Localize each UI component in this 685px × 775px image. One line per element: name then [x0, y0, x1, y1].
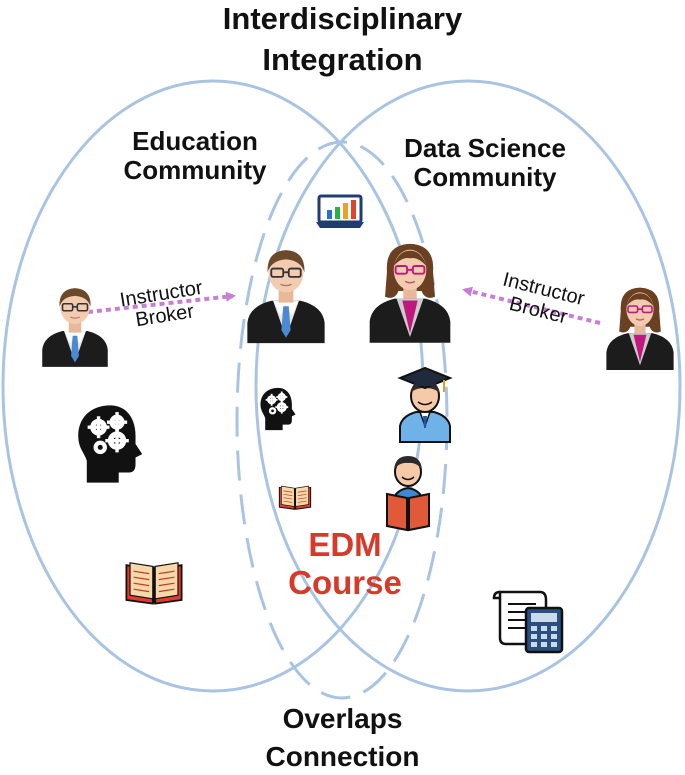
data-science-circle — [254, 79, 682, 693]
laptop-chart-icon — [316, 194, 364, 228]
book-icon-small — [278, 485, 312, 510]
center-male-instructor-icon — [246, 249, 326, 345]
center-female-instructor-icon — [368, 242, 452, 344]
brain-gears-icon-left — [76, 403, 145, 485]
education-label-line-2: Community — [123, 155, 267, 186]
brain-gears-icon-center — [259, 386, 297, 432]
book-icon-large — [125, 561, 183, 605]
data-science-label-line-1: Data Science — [404, 133, 566, 163]
edm-course-line-1: EDM — [308, 526, 382, 563]
footer-line-2: Connection — [265, 741, 420, 772]
edm-course-line-2: Course — [288, 564, 402, 601]
left-broker-arrow — [87, 291, 236, 314]
graduate-icon — [397, 366, 453, 443]
reading-student-icon — [386, 456, 430, 532]
data-science-label-line-2: Community — [413, 162, 557, 193]
education-community-label: Education Community — [100, 126, 290, 186]
title-line-2: Integration — [262, 42, 423, 77]
title-line-1: Interdisciplinary — [222, 1, 463, 36]
data-science-community-label: Data Science Community — [370, 133, 600, 193]
footer-line-1: Overlaps — [282, 703, 403, 734]
education-label-line-1: Education — [132, 126, 258, 156]
receipt-calculator-icon — [492, 590, 564, 654]
right-instructor-icon — [605, 286, 675, 371]
